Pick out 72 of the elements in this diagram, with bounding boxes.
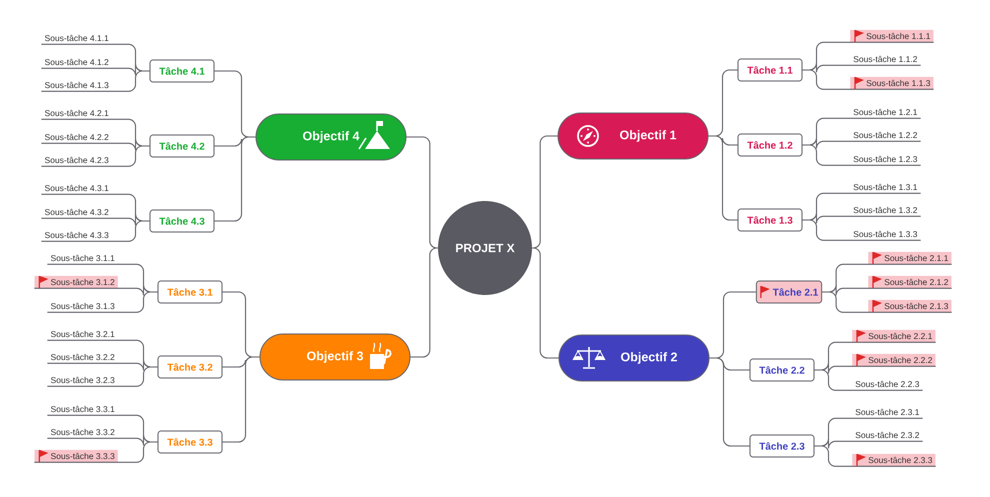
subtask-text: Sous-tâche 3.1.1 — [50, 254, 114, 262]
subtask-text: Sous-tâche 1.1.3 — [850, 76, 934, 90]
branch-line — [214, 136, 256, 222]
branch-line — [802, 69, 934, 90]
task-box: Tâche 4.3 — [150, 210, 214, 232]
branch-line — [532, 247, 558, 359]
branch-line — [814, 445, 936, 467]
subtask-text: Sous-tâche 4.1.3 — [44, 82, 108, 88]
subtask-text: Sous-tâche 3.1.2 — [34, 276, 118, 288]
subtask-text: Sous-tâche 1.3.2 — [854, 206, 918, 214]
branch-line — [41, 220, 150, 242]
branch-line — [708, 135, 738, 221]
subtask-text: Sous-tâche 1.2.1 — [854, 108, 918, 116]
subtask-text: Sous-tâche 2.3.1 — [856, 408, 920, 416]
subtask-text: Sous-tâche 1.1.2 — [854, 56, 918, 62]
task-box: Tâche 3.2 — [158, 356, 222, 378]
branch-line — [41, 145, 150, 167]
branch-line — [47, 366, 158, 387]
subtask-text: Sous-tâche 2.1.2 — [868, 276, 952, 288]
branch-line — [802, 219, 921, 241]
subtask-text: Sous-tâche 4.1.2 — [44, 58, 108, 66]
task-box: Tâche 3.3 — [158, 430, 222, 454]
subtask-text: Sous-tâche 2.1.1 — [868, 252, 952, 264]
subtask-text: Sous-tâche 2.2.1 — [852, 330, 936, 342]
branch-line — [41, 70, 150, 92]
subtask-text: Sous-tâche 3.2.3 — [50, 376, 114, 384]
objective-pill: Objectif 3 — [260, 334, 410, 380]
subtask-text: Sous-tâche 4.2.2 — [44, 134, 108, 140]
subtask-text: Sous-tâche 2.3.3 — [852, 454, 936, 466]
task-box: Tâche 1.3 — [738, 208, 802, 232]
branch-line — [814, 369, 923, 391]
subtask-text: Sous-tâche 2.2.2 — [852, 354, 936, 366]
subtask-text: Sous-tâche 3.1.3 — [50, 302, 114, 310]
task-box: Tâche 1.2 — [738, 134, 802, 156]
subtask-text: Sous-tâche 1.2.3 — [854, 156, 918, 162]
branch-line — [406, 136, 438, 249]
subtask-text: Sous-tâche 3.2.2 — [50, 354, 114, 360]
objective-pill: Objectif 4 — [256, 114, 406, 160]
subtask-text: Sous-tâche 3.3.3 — [34, 450, 118, 462]
subtask-text: Sous-tâche 4.2.1 — [44, 110, 108, 116]
subtask-text: Sous-tâche 3.3.2 — [50, 428, 114, 436]
task-box: Tâche 3.1 — [158, 280, 222, 304]
branch-line — [47, 291, 158, 313]
task-box: Tâche 2.3 — [750, 434, 814, 458]
branch-line — [222, 356, 260, 443]
task-box: Tâche 4.2 — [150, 134, 214, 158]
subtask-text: Sous-tâche 1.2.2 — [854, 132, 918, 138]
subtask-text: Sous-tâche 4.1.1 — [44, 34, 108, 42]
subtask-text: Sous-tâche 1.3.1 — [854, 184, 918, 190]
subtask-text: Sous-tâche 4.3.3 — [44, 232, 108, 238]
subtask-text: Sous-tâche 4.2.3 — [44, 156, 108, 164]
branch-line — [410, 247, 438, 358]
task-box: Tâche 1.1 — [738, 58, 802, 82]
task-box: Tâche 2.2 — [750, 358, 814, 382]
subtask-text: Sous-tâche 4.3.1 — [44, 184, 108, 192]
subtask-text: Sous-tâche 1.3.3 — [854, 230, 918, 238]
objective-pill: Objectif 1 — [558, 112, 708, 160]
subtask-text: Sous-tâche 3.3.1 — [50, 406, 114, 412]
branch-line — [532, 135, 558, 249]
branch-line — [710, 357, 750, 447]
subtask-text: Sous-tâche 4.3.2 — [44, 208, 108, 216]
branch-line — [802, 144, 921, 166]
branch-line — [34, 441, 158, 463]
subtask-text: Sous-tâche 3.2.1 — [50, 330, 114, 338]
branch-line — [822, 291, 952, 313]
subtask-text: Sous-tâche 2.3.2 — [856, 432, 920, 438]
task-box: Tâche 4.1 — [150, 60, 214, 82]
subtask-text: Sous-tâche 1.1.1 — [850, 30, 934, 42]
objective-pill: Objectif 2 — [558, 334, 710, 382]
task-box: Tâche 2.1 — [756, 280, 822, 304]
subtask-text: Sous-tâche 2.1.3 — [868, 300, 952, 312]
subtask-text: Sous-tâche 2.2.3 — [856, 380, 920, 388]
